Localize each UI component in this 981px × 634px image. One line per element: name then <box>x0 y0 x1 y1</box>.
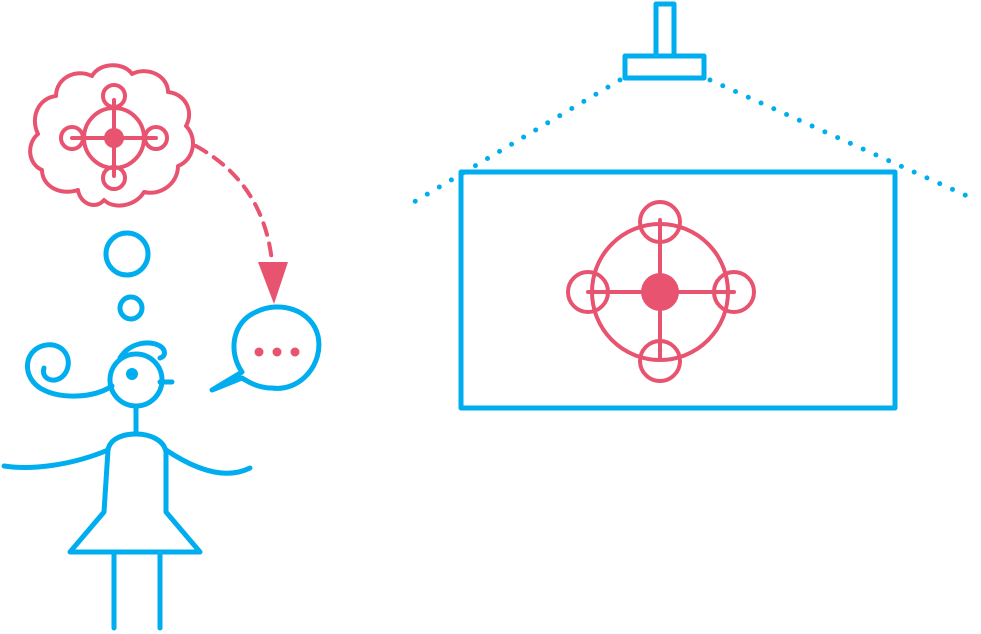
head <box>107 351 165 409</box>
beam-right <box>707 77 979 203</box>
network-center-node <box>104 128 124 148</box>
projection-screen-icon <box>458 169 898 411</box>
network-hub-icon <box>59 83 169 191</box>
thought-dot-large <box>103 230 151 278</box>
speech-bubble-icon <box>209 304 322 393</box>
network-center-node <box>641 273 679 311</box>
eye <box>126 368 138 380</box>
thought-dot-small <box>117 294 145 322</box>
person-icon <box>1 340 253 631</box>
network-hub-icon <box>566 200 756 383</box>
thought-cloud-icon <box>28 63 195 208</box>
dashed-arrow-icon <box>194 144 288 304</box>
beam-left <box>411 77 623 205</box>
ceiling-projector-icon <box>622 1 707 81</box>
